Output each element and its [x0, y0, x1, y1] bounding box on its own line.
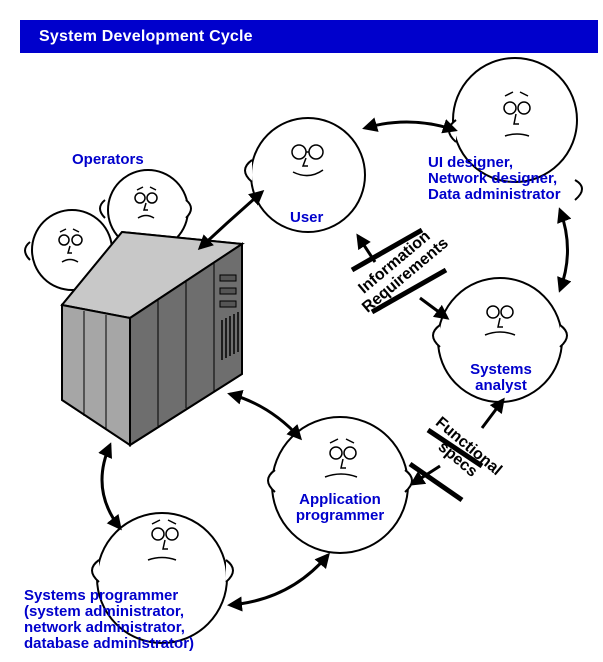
- arrow-info-to-analyst: [419, 296, 450, 320]
- systems-programmer-line-2: (system administrator,: [24, 603, 185, 620]
- arrow-computer-sysprog: [98, 442, 122, 531]
- application-programmer-line-1: Application: [299, 491, 381, 508]
- systems-analyst-label: Systems analyst: [466, 362, 536, 394]
- systems-analyst-line-2: analyst: [475, 377, 527, 394]
- computer-cabinet: [60, 230, 245, 447]
- arrow-specs-to-analyst: [480, 397, 505, 429]
- ui-designer-label: UI designer, Network designer, Data admi…: [428, 155, 561, 203]
- ui-designer-line-3: Data administrator: [428, 186, 561, 203]
- user-head: [244, 117, 366, 233]
- ui-designer-line-1: UI designer,: [428, 154, 514, 171]
- systems-programmer-line-1: Systems programmer: [24, 587, 179, 604]
- operator-head-back: [99, 169, 192, 251]
- systems-analyst-line-1: Systems: [470, 361, 532, 378]
- user-label: User: [290, 209, 324, 226]
- application-programmer-line-2: programmer: [295, 507, 385, 524]
- flow-arrows: [98, 117, 572, 612]
- arrow-sysprog-appprog: [227, 552, 330, 612]
- ui-designer-line-2: Network designer,: [428, 170, 558, 187]
- systems-programmer-line-3: network administrator,: [24, 619, 185, 636]
- arrow-user-uidesigner: [362, 117, 458, 134]
- channel-bars: [350, 227, 484, 503]
- arrow-computer-appprog: [227, 389, 303, 441]
- arrow-user-computer: [197, 190, 265, 251]
- diagram-title: System Development Cycle: [39, 28, 253, 45]
- arrow-uidesigner-analyst: [557, 207, 572, 293]
- systems-programmer-label: Systems programmer (system administrator…: [24, 588, 194, 652]
- systems-programmer-line-4: database administrator): [24, 635, 195, 652]
- title-bar: System Development Cycle: [20, 20, 598, 53]
- application-programmer-label: Application programmer: [288, 492, 392, 524]
- application-programmer-head: [267, 416, 413, 554]
- operators-label: Operators: [72, 151, 144, 168]
